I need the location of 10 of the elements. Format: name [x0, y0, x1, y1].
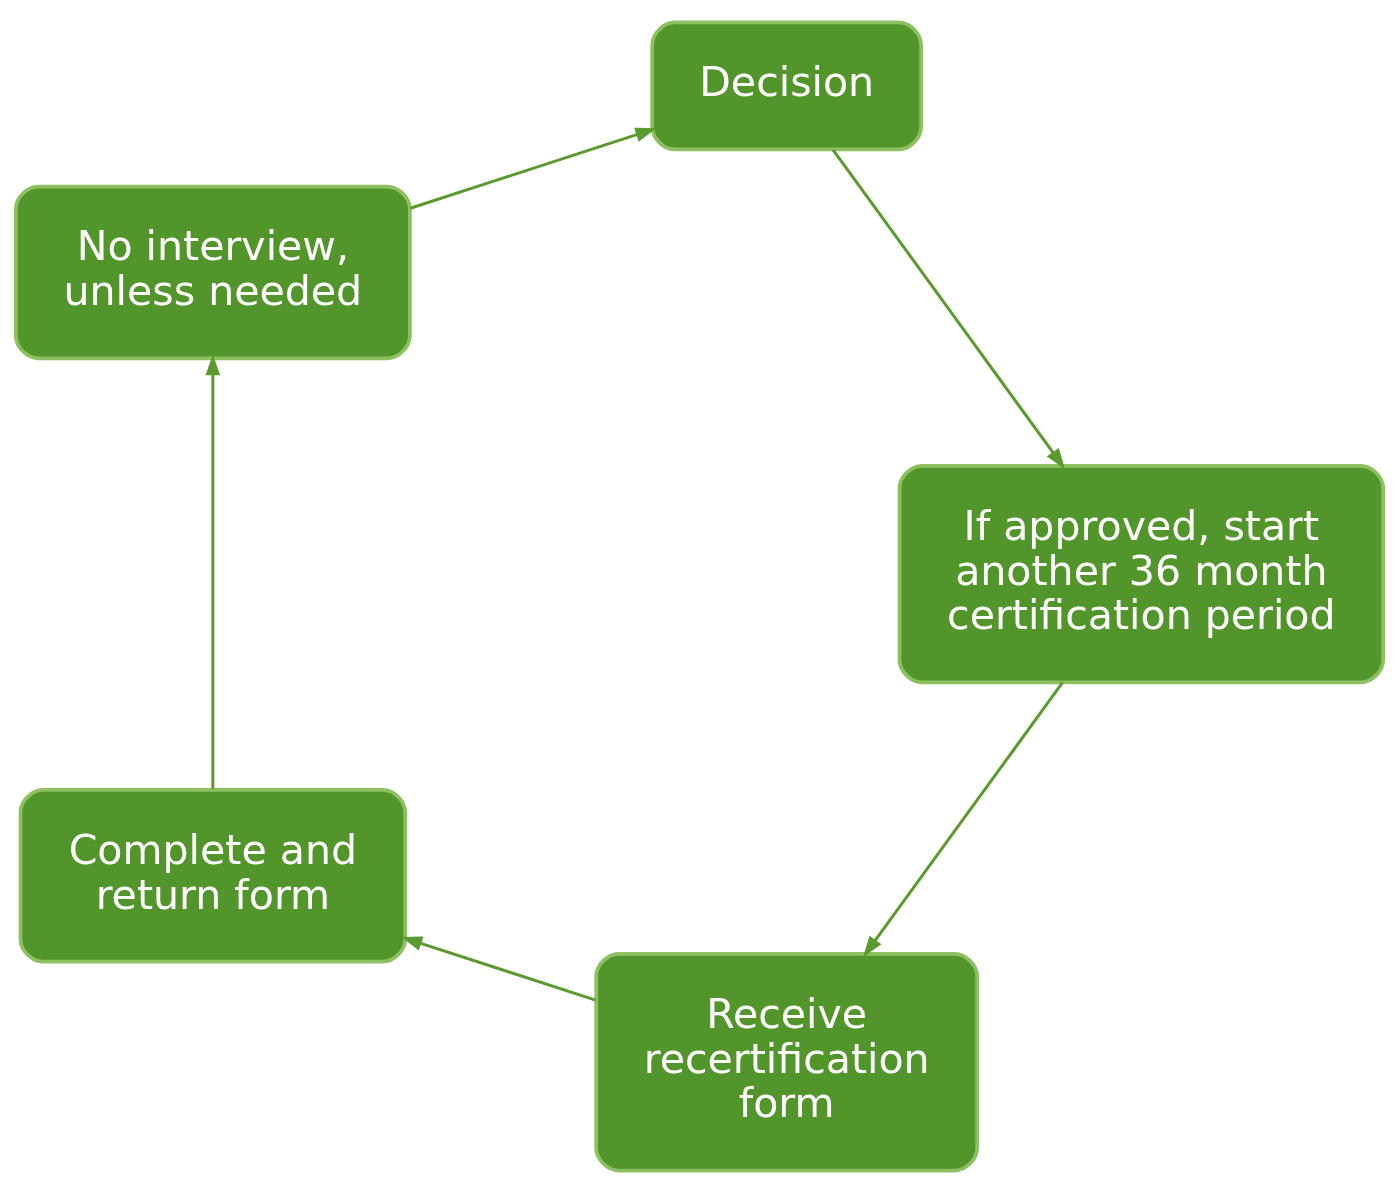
node-box: If approved, start another 36 month certification period: [897, 463, 1385, 685]
arrow: [863, 681, 1064, 958]
arrow: [205, 354, 221, 790]
node-box: Receive recertification form: [594, 952, 979, 1173]
arrow: [409, 127, 657, 210]
node-box: No interview, unless needed: [14, 184, 412, 361]
node-box: Complete and return form: [18, 788, 408, 964]
arrow: [401, 936, 597, 1002]
node-box: Decision: [650, 20, 923, 152]
arrow: [831, 148, 1066, 470]
